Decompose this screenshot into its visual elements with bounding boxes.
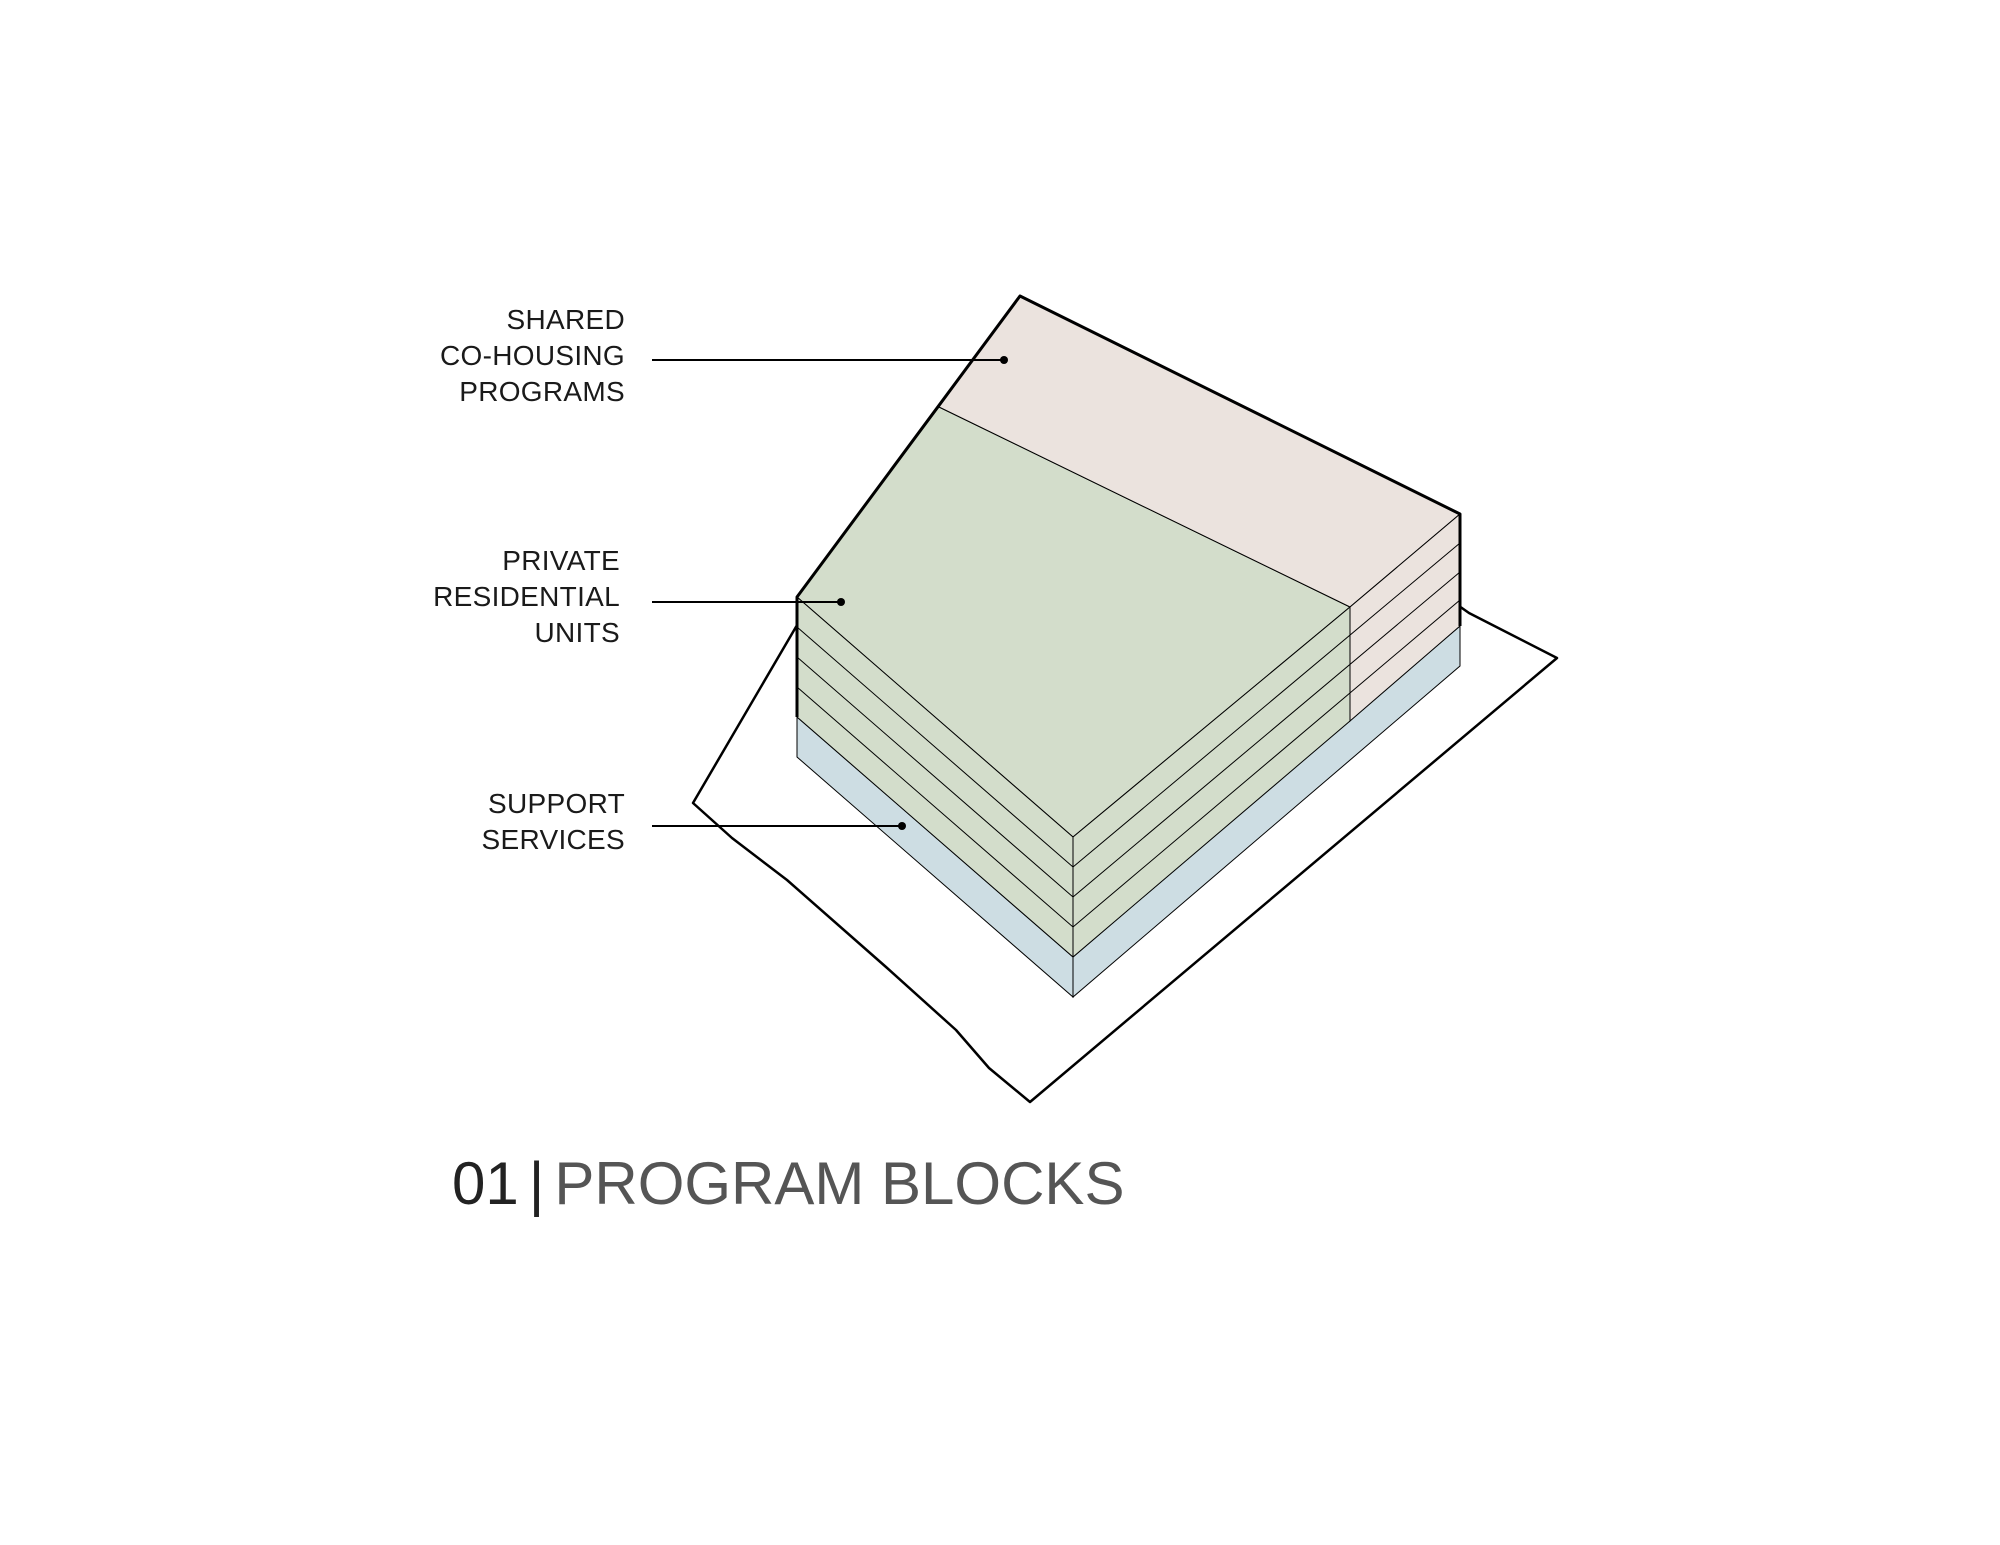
label-line: PRIVATE	[502, 545, 620, 576]
building-outline	[795, 294, 1462, 717]
leader-dot-shared	[1000, 356, 1008, 364]
leader-lines	[652, 359, 1004, 827]
label-line: PROGRAMS	[459, 376, 625, 407]
caption-number: 01	[452, 1150, 519, 1217]
label-line: SERVICES	[481, 824, 625, 855]
label-support-services: SUPPORT SERVICES	[482, 786, 626, 858]
floor-lines	[796, 542, 1461, 997]
leader-dot-support	[898, 822, 906, 830]
caption-separator: |	[528, 1150, 545, 1217]
diagram-caption: 01|PROGRAM BLOCKS	[452, 1148, 1124, 1220]
caption-title: PROGRAM BLOCKS	[554, 1150, 1125, 1217]
label-private-residential-units: PRIVATE RESIDENTIAL UNITS	[433, 543, 620, 651]
label-line: SHARED	[506, 304, 625, 335]
label-line: SUPPORT	[488, 788, 625, 819]
label-line: UNITS	[534, 617, 620, 648]
label-line: CO-HOUSING	[440, 340, 625, 371]
leader-dot-private	[837, 598, 845, 606]
label-shared-co-housing-programs: SHARED CO-HOUSING PROGRAMS	[440, 302, 625, 410]
label-line: RESIDENTIAL	[433, 581, 620, 612]
